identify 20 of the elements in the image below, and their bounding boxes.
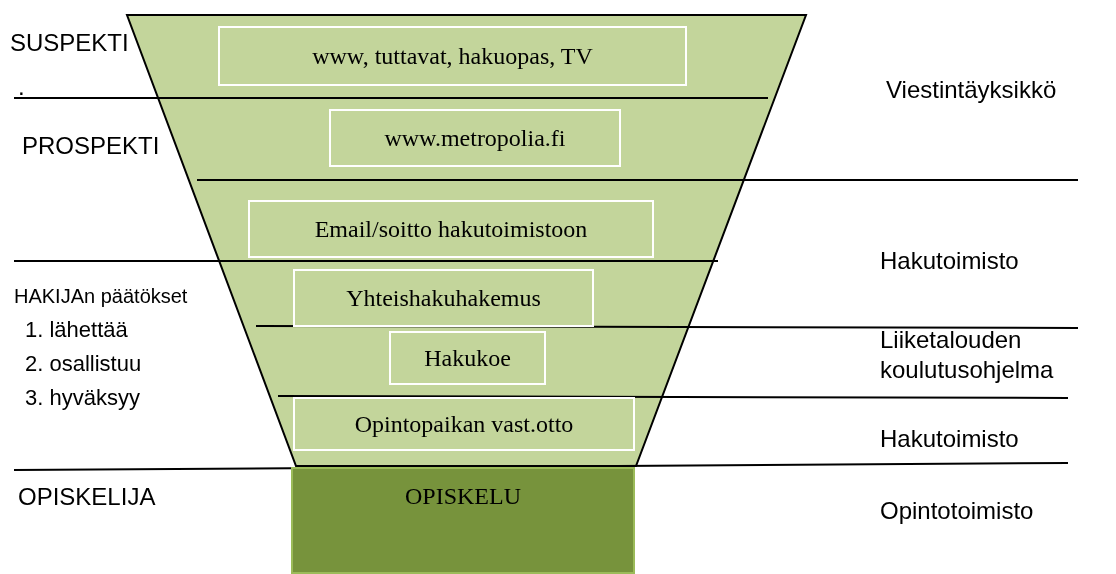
stage-label: SUSPEKTI	[10, 28, 129, 58]
unit-label: Viestintäyksikkö	[886, 75, 1057, 105]
process-box: OPISKELU	[291, 467, 635, 574]
process-box: Email/soitto hakutoimistoon	[248, 200, 654, 258]
process-box: Opintopaikan vast.otto	[293, 397, 635, 451]
list-item: 2. osallistuu	[25, 350, 142, 378]
unit-label: Hakutoimisto	[880, 424, 1019, 454]
stage-label: PROSPEKTI	[22, 131, 160, 161]
stage-label: .	[18, 72, 25, 102]
unit-label: Opintotoimisto	[880, 496, 1034, 526]
list-item: 3. hyväksyy	[25, 384, 140, 412]
process-box: www.metropolia.fi	[329, 109, 621, 167]
process-box: Hakukoe	[389, 331, 546, 385]
stage-label: OPISKELIJA	[18, 482, 156, 512]
unit-label: Hakutoimisto	[880, 246, 1019, 276]
list-item: 1. lähettää	[25, 316, 128, 344]
process-box: Yhteishakuhakemus	[293, 269, 594, 327]
unit-label: Liiketalouden koulutusohjelma	[880, 325, 1055, 385]
process-box: www, tuttavat, hakuopas, TV	[218, 26, 687, 86]
stage-label: HAKIJAn päätökset	[14, 284, 188, 309]
